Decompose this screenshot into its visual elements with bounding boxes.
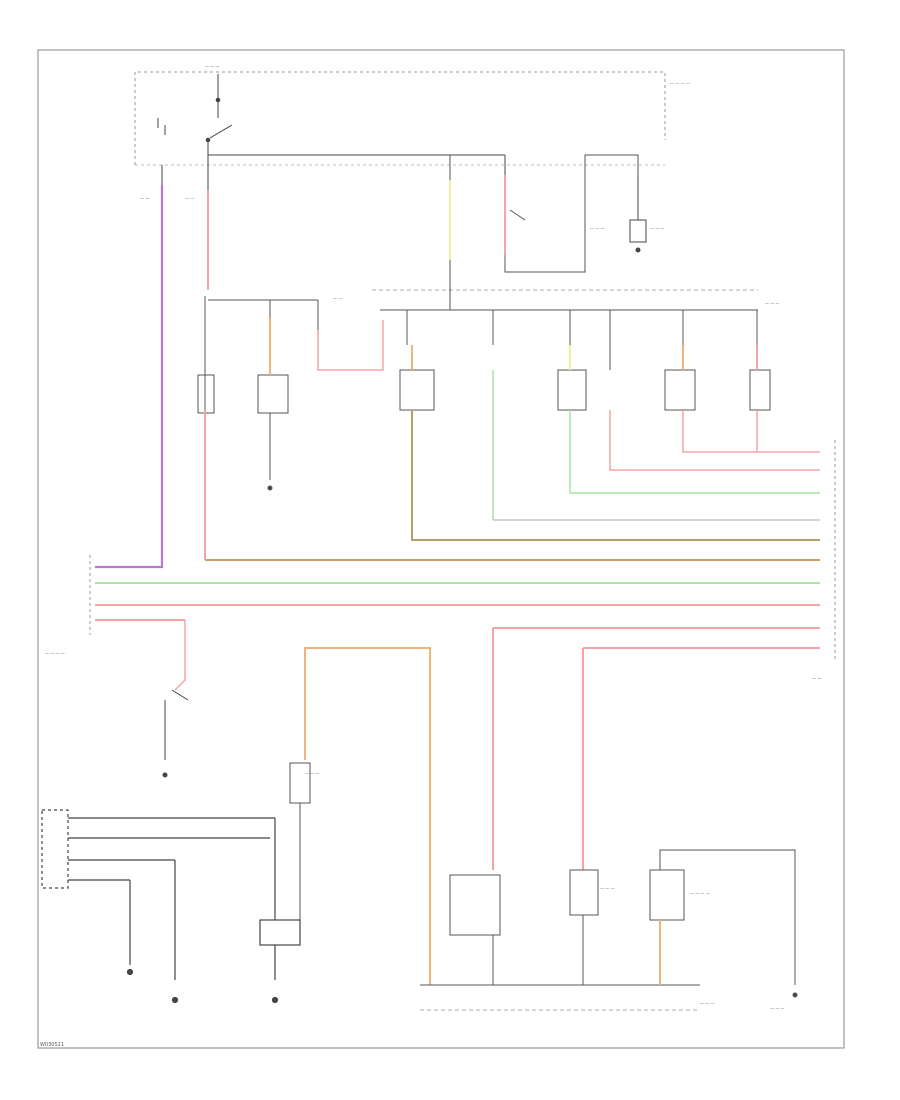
bottom-components	[420, 849, 798, 1011]
svg-text:— —: — —	[140, 196, 149, 201]
diagram-caption: W030521	[40, 1042, 65, 1048]
svg-text:— —: — —	[333, 296, 342, 301]
svg-text:— — — —: — — — —	[670, 81, 690, 86]
diagram-border	[37, 49, 845, 1049]
olive-wire	[411, 410, 820, 541]
pink-right-2	[609, 410, 820, 471]
tiny-labels: — — — — — — — — — — — — — — — — — — — — …	[45, 64, 821, 1011]
ground-top-right	[629, 175, 647, 253]
svg-text:— — —: — — —	[205, 64, 220, 69]
svg-text:— — —: — — —	[700, 1001, 715, 1006]
svg-text:— — —: — — —	[765, 301, 780, 306]
violet-wire	[95, 185, 164, 569]
components-row	[197, 310, 771, 414]
svg-text:— — —: — — —	[600, 886, 615, 891]
svg-text:— —: — —	[185, 196, 194, 201]
svg-text:— — —: — — —	[590, 226, 605, 231]
pink-right-1	[756, 410, 820, 453]
svg-text:— — —: — — —	[770, 1006, 785, 1011]
svg-text:— — — —: — — — —	[45, 651, 65, 656]
pink-jumper	[317, 320, 384, 371]
svg-text:— — — —: — — — —	[690, 891, 710, 896]
relay-switch-top	[157, 74, 506, 175]
svg-text:— — —: — — —	[650, 226, 665, 231]
bottom-left-connector	[41, 809, 301, 1004]
door-switch-left	[162, 689, 189, 778]
svg-text:— — —: — — —	[305, 771, 320, 776]
fuse-box-top	[134, 71, 666, 166]
orange-long-wire	[304, 647, 431, 985]
svg-text:— —: — —	[812, 676, 821, 681]
green-right	[569, 410, 820, 494]
